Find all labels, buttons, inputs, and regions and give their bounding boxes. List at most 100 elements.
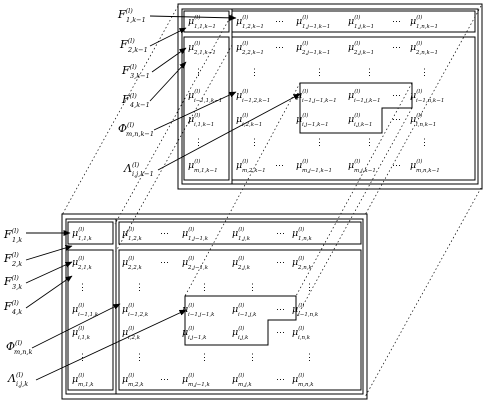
top-cell-1-0-superscript: (l) xyxy=(194,40,200,47)
top-label-5-superscript: (l) xyxy=(132,161,140,169)
top-first-row-box xyxy=(231,10,476,33)
top-label-1-superscript: (l) xyxy=(128,37,136,45)
bottom-cell-4-1: μ(l)m,2,k xyxy=(122,372,144,388)
svg-text:μ(l): μ(l) xyxy=(410,112,422,125)
svg-text:μ(l): μ(l) xyxy=(410,88,422,101)
top-cell-1-1: μ(l)2,2,k−1 xyxy=(236,40,264,56)
bottom-cell-1-2-subscript: 2,j−1,k xyxy=(187,265,209,271)
top-cell-4-0-symbol: μ xyxy=(188,160,194,171)
top-cell-0-4-subscript: 1,n,k−1 xyxy=(416,24,438,30)
bottom-cell-4-4-superscript: (l) xyxy=(298,372,304,379)
bottom-cell-2-1-superscript: (l) xyxy=(128,302,134,309)
top-cell-3-2-subscript: i,j−1,k−1 xyxy=(302,122,329,128)
top-cell-2-1-symbol: μ xyxy=(236,90,242,101)
svg-text:μ(l): μ(l) xyxy=(236,14,248,27)
top-outer-frame xyxy=(177,3,483,190)
top-cell-2-2-superscript: (l) xyxy=(302,88,308,95)
svg-text:μ(l): μ(l) xyxy=(182,302,194,315)
bottom-cell-2-2-symbol: μ xyxy=(182,304,188,315)
bottom-cell-1-0-symbol: μ xyxy=(72,257,78,268)
bottom-cell-2-3-superscript: (l) xyxy=(238,302,244,309)
top-arrow-phi xyxy=(153,91,237,131)
svg-text:μ(l): μ(l) xyxy=(236,40,248,53)
bottom-cell-0-1-symbol: μ xyxy=(122,228,128,239)
bottom-label-0-superscript: (l) xyxy=(12,227,20,235)
svg-text:μ(l): μ(l) xyxy=(236,158,248,171)
svg-text:μ(l): μ(l) xyxy=(122,255,134,268)
top-cell-4-0-subscript: m,1,k−1 xyxy=(194,168,218,174)
top-cell-3-3-subscript: i,j,k−1 xyxy=(354,122,372,128)
top-arrow-lambda xyxy=(157,93,301,171)
bottom-cell-4-3-subscript: m,j,k xyxy=(238,382,252,388)
bottom-cell-3-0: μ(l)i,1,k xyxy=(72,325,91,341)
svg-text:F(l): F(l) xyxy=(3,251,19,265)
bottom-arrow-phi xyxy=(31,303,121,349)
svg-text:μ(l): μ(l) xyxy=(182,226,194,239)
top-cell-2-0-subscript: i−1,1,k−1 xyxy=(194,98,222,104)
top-main-box xyxy=(231,36,476,181)
bottom-cell-4-1-subscript: m,2,k xyxy=(128,382,144,388)
bottom-inner-frame xyxy=(65,218,364,395)
bottom-arrow-f2 xyxy=(25,245,73,261)
bottom-cell-4-2-subscript: m,j−1,k xyxy=(188,382,211,388)
top-first-col-box xyxy=(183,36,230,181)
top-hdots-b-1: ⋯ xyxy=(392,43,401,53)
bottom-cell-3-4-symbol: μ xyxy=(292,327,298,338)
top-cell-0-2-subscript: 1,j−1,k−1 xyxy=(302,24,330,30)
top-cell-1-2-subscript: 2,j−1,k−1 xyxy=(301,50,330,56)
top-hdots-c-0: ⋯ xyxy=(392,91,401,101)
bottom-cell-0-1-subscript: 1,2,k xyxy=(128,236,142,242)
top-cell-3-4: μ(l)i,n,k−1 xyxy=(410,112,436,128)
top-cell-4-2-superscript: (l) xyxy=(302,158,308,165)
top-arrow-f1 xyxy=(149,14,237,21)
bottom-cell-0-1: μ(l)1,2,k xyxy=(122,226,142,242)
top-cell-1-1-symbol: μ xyxy=(236,42,242,53)
svg-text:μ(l): μ(l) xyxy=(232,325,244,338)
top-cell-4-4: μ(l)m,n,k−1 xyxy=(410,158,440,174)
svg-text:μ(l): μ(l) xyxy=(232,226,244,239)
top-label-5-symbol: Λ xyxy=(123,162,132,175)
bottom-cell-4-2-symbol: μ xyxy=(182,374,188,385)
svg-text:μ(l): μ(l) xyxy=(410,14,422,27)
bottom-arrow-lambda xyxy=(35,309,187,381)
top-cell-3-2-superscript: (l) xyxy=(302,112,308,119)
svg-text:μ(l): μ(l) xyxy=(236,88,248,101)
bottom-cell-1-1-symbol: μ xyxy=(122,257,128,268)
svg-text:μ(l): μ(l) xyxy=(296,14,308,27)
top-label-2-superscript: (l) xyxy=(130,63,138,71)
top-label-0-symbol: F xyxy=(117,8,126,21)
top-cell-3-0-subscript: i,1,k−1 xyxy=(194,122,214,128)
bottom-label-2-symbol: F xyxy=(3,275,12,288)
bottom-label-4-superscript: (l) xyxy=(15,339,23,347)
top-vdots-b-4: ⋮ xyxy=(420,138,429,148)
top-cell-1-0-symbol: μ xyxy=(188,42,194,53)
bottom-label-4-symbol: Φ xyxy=(6,340,15,353)
bottom-cell-4-4-subscript: m,n,k xyxy=(298,382,314,388)
bottom-vdots-a-3: ⋮ xyxy=(248,283,257,293)
bottom-label-4: Φ(l)m,n,k xyxy=(6,339,32,356)
bottom-first-row-box xyxy=(118,221,362,245)
top-cell-0-2: μ(l)1,j−1,k−1 xyxy=(296,14,330,30)
svg-text:F(l): F(l) xyxy=(117,7,133,21)
svg-text:μ(l): μ(l) xyxy=(72,325,84,338)
svg-text:μ(l): μ(l) xyxy=(348,112,360,125)
top-cell-1-0-subscript: 2,1,k−1 xyxy=(193,50,216,56)
svg-text:μ(l): μ(l) xyxy=(188,112,200,125)
top-cell-2-1-superscript: (l) xyxy=(242,88,248,95)
bottom-cell-1-2-symbol: μ xyxy=(182,257,188,268)
svg-text:μ(l): μ(l) xyxy=(296,40,308,53)
top-cell-0-3: μ(l)1,j,k−1 xyxy=(348,14,374,30)
top-label-3-symbol: F xyxy=(121,93,130,106)
top-label-4-subscript: m,n,k−1 xyxy=(126,130,154,138)
top-cell-1-2-symbol: μ xyxy=(296,42,302,53)
top-cell-3-2-symbol: μ xyxy=(296,114,302,125)
svg-text:Λ(l): Λ(l) xyxy=(123,161,140,175)
top-cell-4-2-subscript: m,j−1,k−1 xyxy=(302,168,332,174)
top-vdots-b-0: ⋮ xyxy=(194,138,203,148)
svg-text:μ(l): μ(l) xyxy=(348,158,360,171)
top-hdots-b-2: ⋯ xyxy=(392,161,401,171)
top-cell-1-4: μ(l)2,n,k−1 xyxy=(410,40,438,56)
bottom-cell-1-1-subscript: 2,2,k xyxy=(127,265,142,271)
bottom-label-5-subscript: i,j,k xyxy=(16,380,28,388)
bottom-hdots-b-0: ⋯ xyxy=(276,229,285,239)
